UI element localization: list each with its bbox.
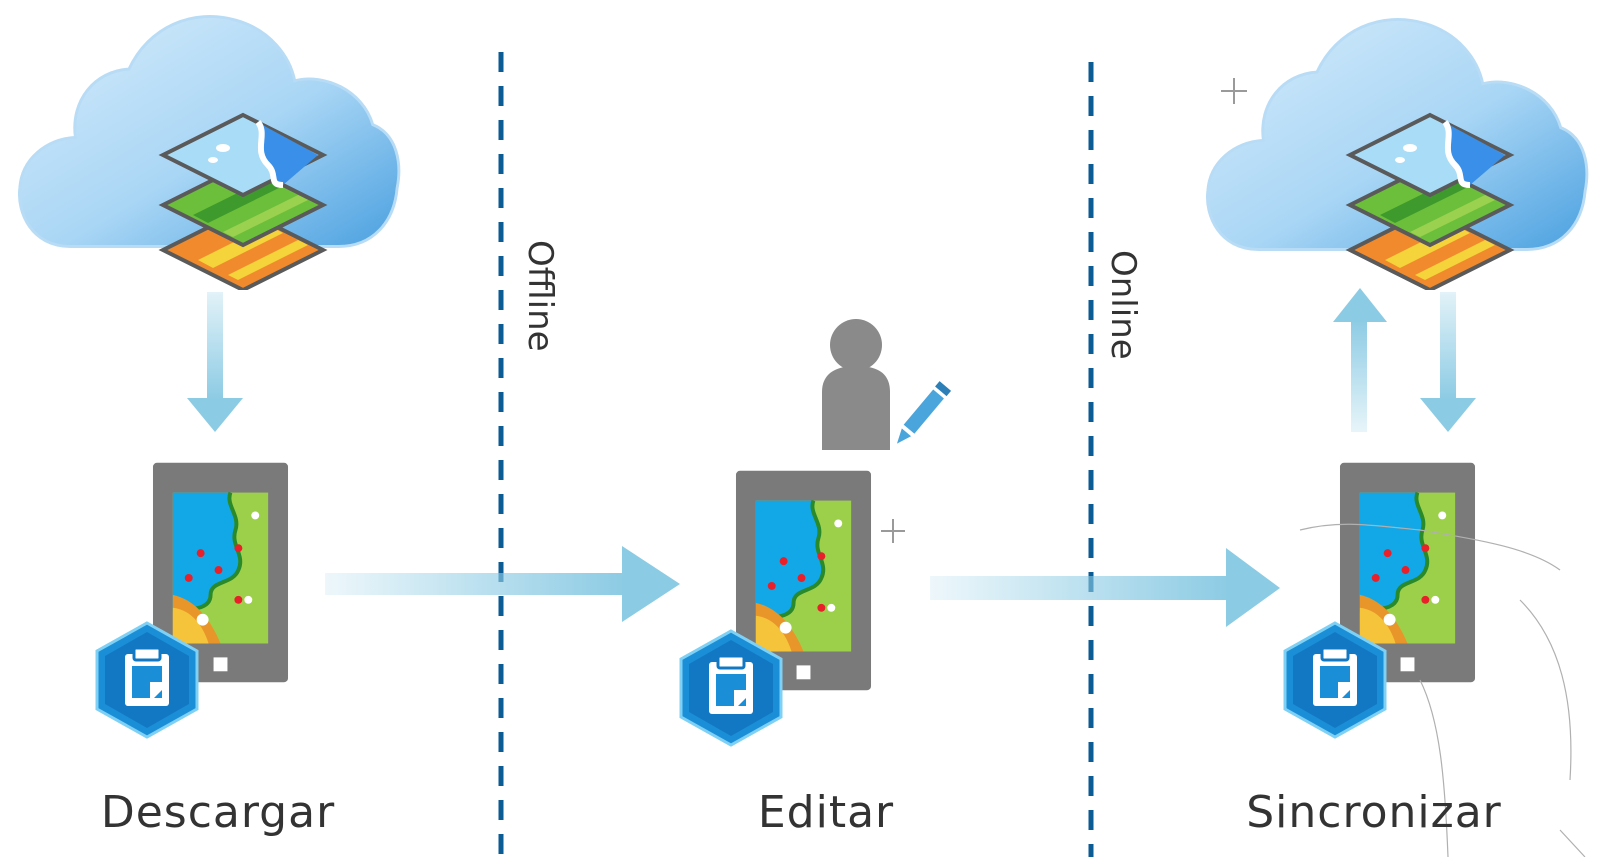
map-layers-icon (1350, 115, 1510, 290)
step-label-edit: Editar (757, 787, 895, 838)
sync-download-arrow-shaft (1440, 292, 1456, 400)
sketch-outline (1299, 523, 1586, 857)
step-download (17, 15, 401, 739)
step-label-download: Descargar (100, 787, 336, 838)
phase-label-offline: Offline (520, 240, 560, 352)
step-label-sync: Sincronizar (1246, 787, 1502, 838)
plus-icon (1221, 78, 1247, 104)
arrow-edit-to-sync (930, 548, 1280, 627)
pencil-icon (890, 376, 956, 452)
phase-label-online: Online (1103, 250, 1143, 360)
step-edit (679, 319, 956, 747)
upload-arrow-head (1333, 288, 1387, 322)
download-arrow-head (187, 398, 243, 432)
map-layers-icon (163, 115, 323, 290)
sync-download-arrow-head (1420, 398, 1476, 432)
download-arrow-shaft (207, 292, 223, 400)
upload-arrow-shaft (1351, 320, 1367, 432)
plus-icon (881, 519, 905, 543)
step-sync (1205, 18, 1589, 857)
arrow-download-to-edit (325, 546, 680, 622)
person-icon (822, 319, 890, 450)
